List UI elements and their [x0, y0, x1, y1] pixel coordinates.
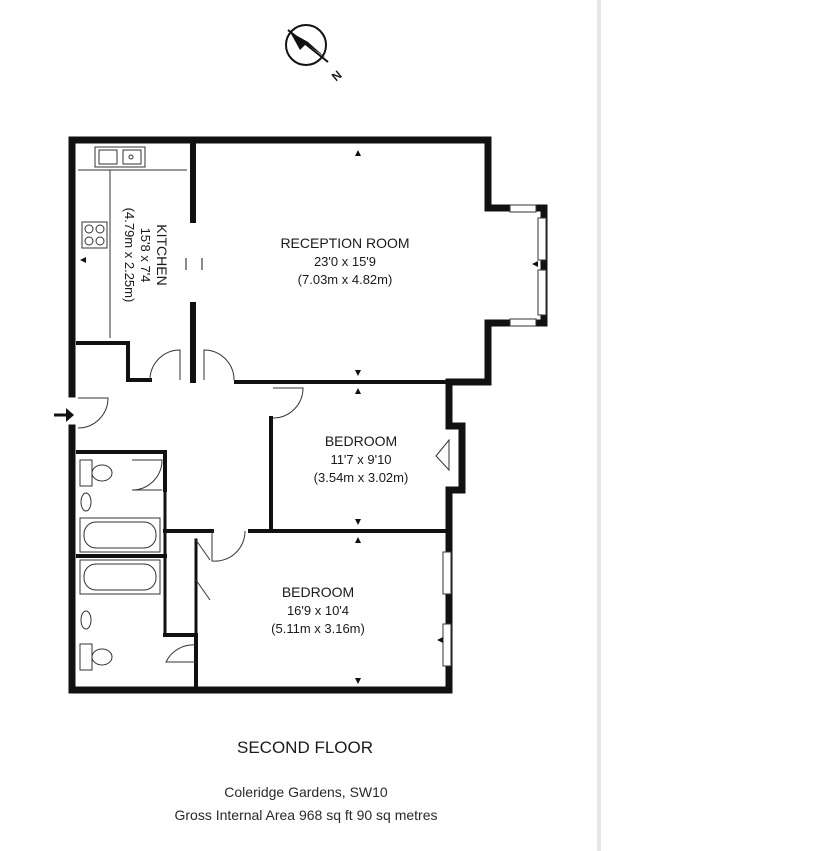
bedroom-1-name: BEDROOM	[325, 433, 397, 449]
kitchen-counter	[78, 146, 187, 338]
basin-icon	[80, 610, 92, 630]
address-caption: Coleridge Gardens, SW10	[224, 784, 388, 800]
bedroom-2-name: BEDROOM	[282, 584, 354, 600]
toilet-icon	[79, 643, 113, 671]
reception-room-metric: (7.03m x 4.82m)	[298, 272, 393, 287]
bedroom-1-label: BEDROOM 11'7 x 9'10 (3.54m x 3.02m)	[314, 433, 409, 485]
compass-north-label: N	[329, 68, 345, 84]
compass-north-arrow-icon: N	[285, 24, 345, 84]
bedroom-2-imperial: 16'9 x 10'4	[287, 603, 349, 618]
entrance-arrow-icon	[54, 408, 74, 422]
bathroom-fixtures	[79, 459, 161, 671]
page-edge	[597, 0, 601, 851]
bedroom-1-metric: (3.54m x 3.02m)	[314, 470, 409, 485]
bedroom-2-metric: (5.11m x 3.16m)	[271, 621, 365, 636]
walls	[68, 136, 548, 694]
kitchen-label: KITCHEN 15'8 x 7'4 (4.79m x 2.25m)	[122, 208, 170, 303]
toilet-icon	[79, 459, 113, 487]
interior-walls	[76, 143, 451, 692]
kitchen-name: KITCHEN	[154, 224, 170, 285]
bay-window	[442, 204, 547, 667]
reception-room-label: RECEPTION ROOM 23'0 x 15'9 (7.03m x 4.82…	[280, 235, 409, 287]
kitchen-metric: (4.79m x 2.25m)	[122, 208, 137, 303]
bathtub-icon	[79, 559, 161, 595]
hob-icon	[81, 221, 108, 249]
basin-icon	[80, 492, 92, 512]
bedroom-1-imperial: 11'7 x 9'10	[330, 452, 391, 467]
sink-icon	[94, 146, 146, 168]
reception-room-imperial: 23'0 x 15'9	[314, 254, 376, 269]
reception-room-name: RECEPTION ROOM	[280, 235, 409, 251]
bathtub-icon	[79, 517, 161, 553]
door-swings	[77, 349, 450, 663]
bedroom-2-label: BEDROOM 16'9 x 10'4 (5.11m x 3.16m)	[271, 584, 365, 636]
floor-title: SECOND FLOOR	[237, 738, 373, 757]
kitchen-imperial: 15'8 x 7'4	[138, 228, 153, 283]
dimension-markers	[80, 150, 538, 684]
area-caption: Gross Internal Area 968 sq ft 90 sq metr…	[174, 807, 437, 823]
